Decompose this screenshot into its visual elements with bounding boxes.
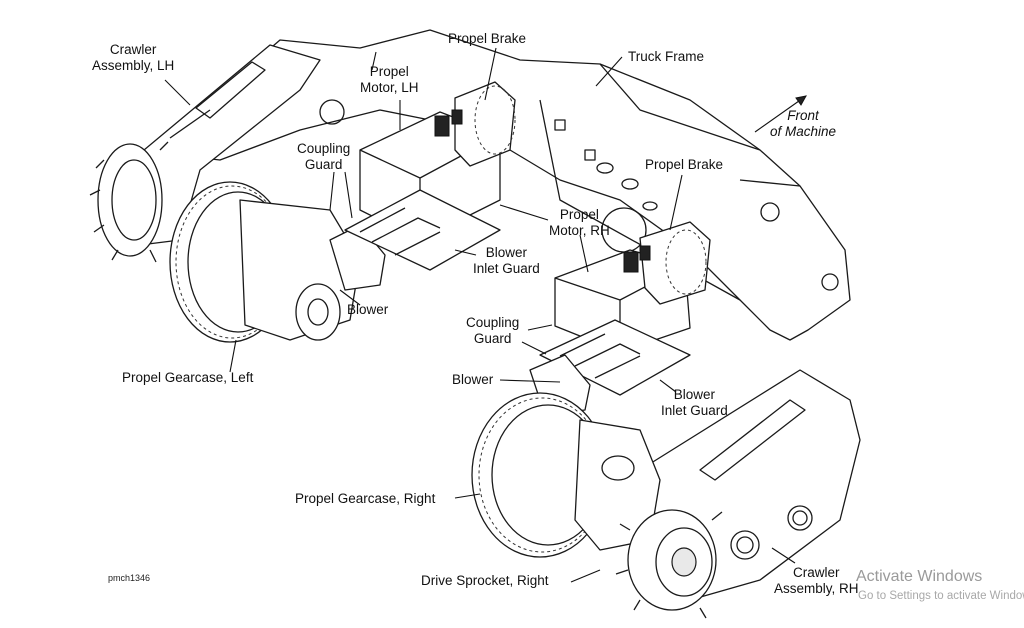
- label-truck-frame: Truck Frame: [628, 49, 705, 64]
- label-propel-brake-right: Propel Brake: [645, 157, 724, 172]
- drive-sprocket-left: [89, 141, 169, 263]
- figure-id: pmch1346: [108, 573, 151, 583]
- leader-lines: [164, 47, 807, 583]
- label-blower-left: Blower: [347, 302, 389, 317]
- label-propel-brake-top: Propel Brake: [448, 31, 527, 46]
- propel-gearcase-left: [169, 181, 361, 343]
- propel-brake-rh: [623, 221, 711, 305]
- propel-gearcase-right: [471, 392, 661, 558]
- drive-sprocket-right: [615, 509, 723, 619]
- propel-brake-lh: [434, 81, 516, 167]
- label-drive-sprocket-right: Drive Sprocket, Right: [421, 573, 549, 588]
- truck-frame: [149, 29, 851, 341]
- watermark-subtitle: Go to Settings to activate Windows.: [858, 590, 1024, 602]
- label-propel-gearcase-right: Propel Gearcase, Right: [295, 491, 436, 506]
- watermark-title: Activate Windows: [856, 568, 983, 585]
- label-propel-gearcase-left: Propel Gearcase, Left: [122, 370, 254, 385]
- label-blower-right: Blower: [452, 372, 494, 387]
